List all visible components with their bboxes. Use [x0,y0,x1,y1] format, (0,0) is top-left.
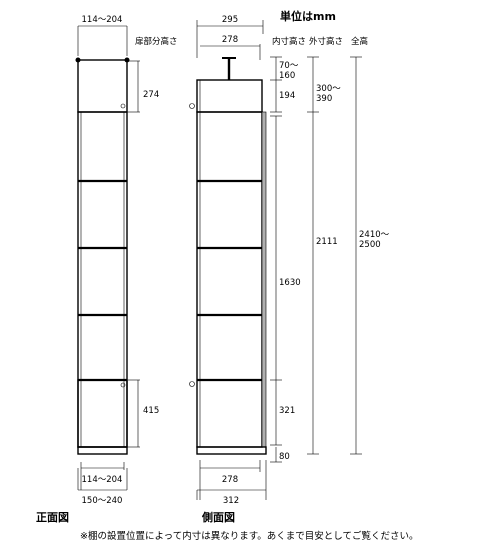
inner-top-b: 194 [279,91,295,101]
front-inner-width-label: 114〜204 [82,475,123,485]
inner-top-a: 70〜160 [279,61,299,81]
side-lower-hinge-icon [189,381,195,387]
inner-middle: 1630 [279,278,301,288]
inner-height-header: 内寸高さ [272,36,306,47]
inner-lower: 321 [279,406,295,416]
side-view-title: 側面図 [201,510,235,524]
outer-height-header: 外寸高さ [309,36,343,47]
upper-door-knob-icon [120,103,126,109]
front-upper-door [77,59,128,113]
total-height-header: 全高 [351,36,368,47]
height-dimensions: 単位はmm 内寸高さ 外寸高さ 全高 70〜160 194 1630 321 8… [270,9,390,463]
front-lower-door-height: 415 [143,406,159,416]
side-outer-bottom-width-label: 312 [223,496,239,506]
outer-main: 2111 [316,237,338,247]
side-inner-bottom-width-label: 278 [222,475,238,485]
side-top-width-label: 295 [222,15,238,25]
front-view-title: 正面図 [36,510,69,524]
outer-top: 300〜390 [316,84,341,104]
inner-bottom: 80 [279,452,290,462]
side-view: 295 278 278 312 側面図 [189,15,267,524]
front-lower-door [77,379,128,448]
unit-label: 単位はmm [280,9,336,23]
front-base [77,446,128,455]
side-upper-hinge-icon [189,103,195,109]
side-cabinet-body [196,111,263,448]
front-cabinet-body [77,111,128,448]
installation-note: ※棚の設置位置によって内寸は異なります。あくまで目安としてご覧ください。 [80,530,418,542]
lower-door-knob-icon [120,382,126,388]
side-upper-box [196,79,263,113]
side-back-panel [261,111,267,448]
front-top-width-label: 114〜204 [82,15,123,25]
front-view: 114〜204 274 415 扉部分高さ [36,15,178,524]
front-outer-width-label: 150〜240 [82,496,123,506]
side-base [196,446,267,455]
door-height-header: 扉部分高さ [135,36,178,47]
front-upper-door-height: 274 [143,90,159,100]
total-height: 2410〜2500 [359,230,390,250]
side-inner-top-width-label: 278 [222,35,238,45]
